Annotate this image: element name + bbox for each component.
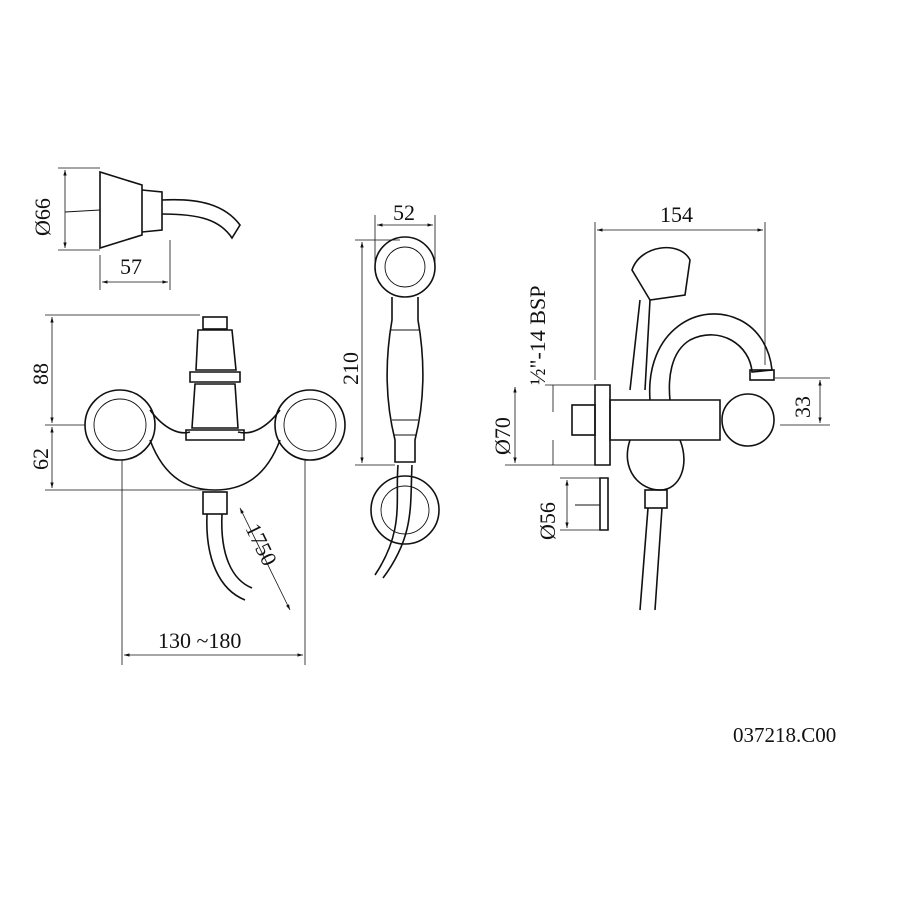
mixer-front-view: 88 62 1750 130 ~180 <box>28 314 346 665</box>
thread-spec-label: ½"-14 BSP <box>525 286 550 385</box>
spout-height-label: 33 <box>790 396 815 418</box>
hand-shower: 52 210 <box>338 200 440 579</box>
mixer-side-view: 154 ½"-14 BSP Ø70 33 Ø56 <box>490 202 830 611</box>
flange-diameter-label: Ø70 <box>490 417 515 455</box>
part-number: 037218.C00 <box>733 723 836 747</box>
holder-diameter-label: Ø56 <box>535 502 560 540</box>
hand-shower-width-label: 52 <box>393 200 415 225</box>
front-height-upper-label: 88 <box>28 363 53 385</box>
hand-shower-length-label: 210 <box>338 352 363 385</box>
front-height-lower-label: 62 <box>28 448 53 470</box>
bracket-diameter-label: Ø66 <box>30 198 55 236</box>
shower-bracket: Ø66 57 <box>30 167 241 290</box>
side-depth-label: 154 <box>660 202 693 227</box>
center-distance-label: 130 ~180 <box>158 628 241 653</box>
hose-length-label: 1750 <box>241 519 283 570</box>
bracket-depth-label: 57 <box>120 254 142 279</box>
